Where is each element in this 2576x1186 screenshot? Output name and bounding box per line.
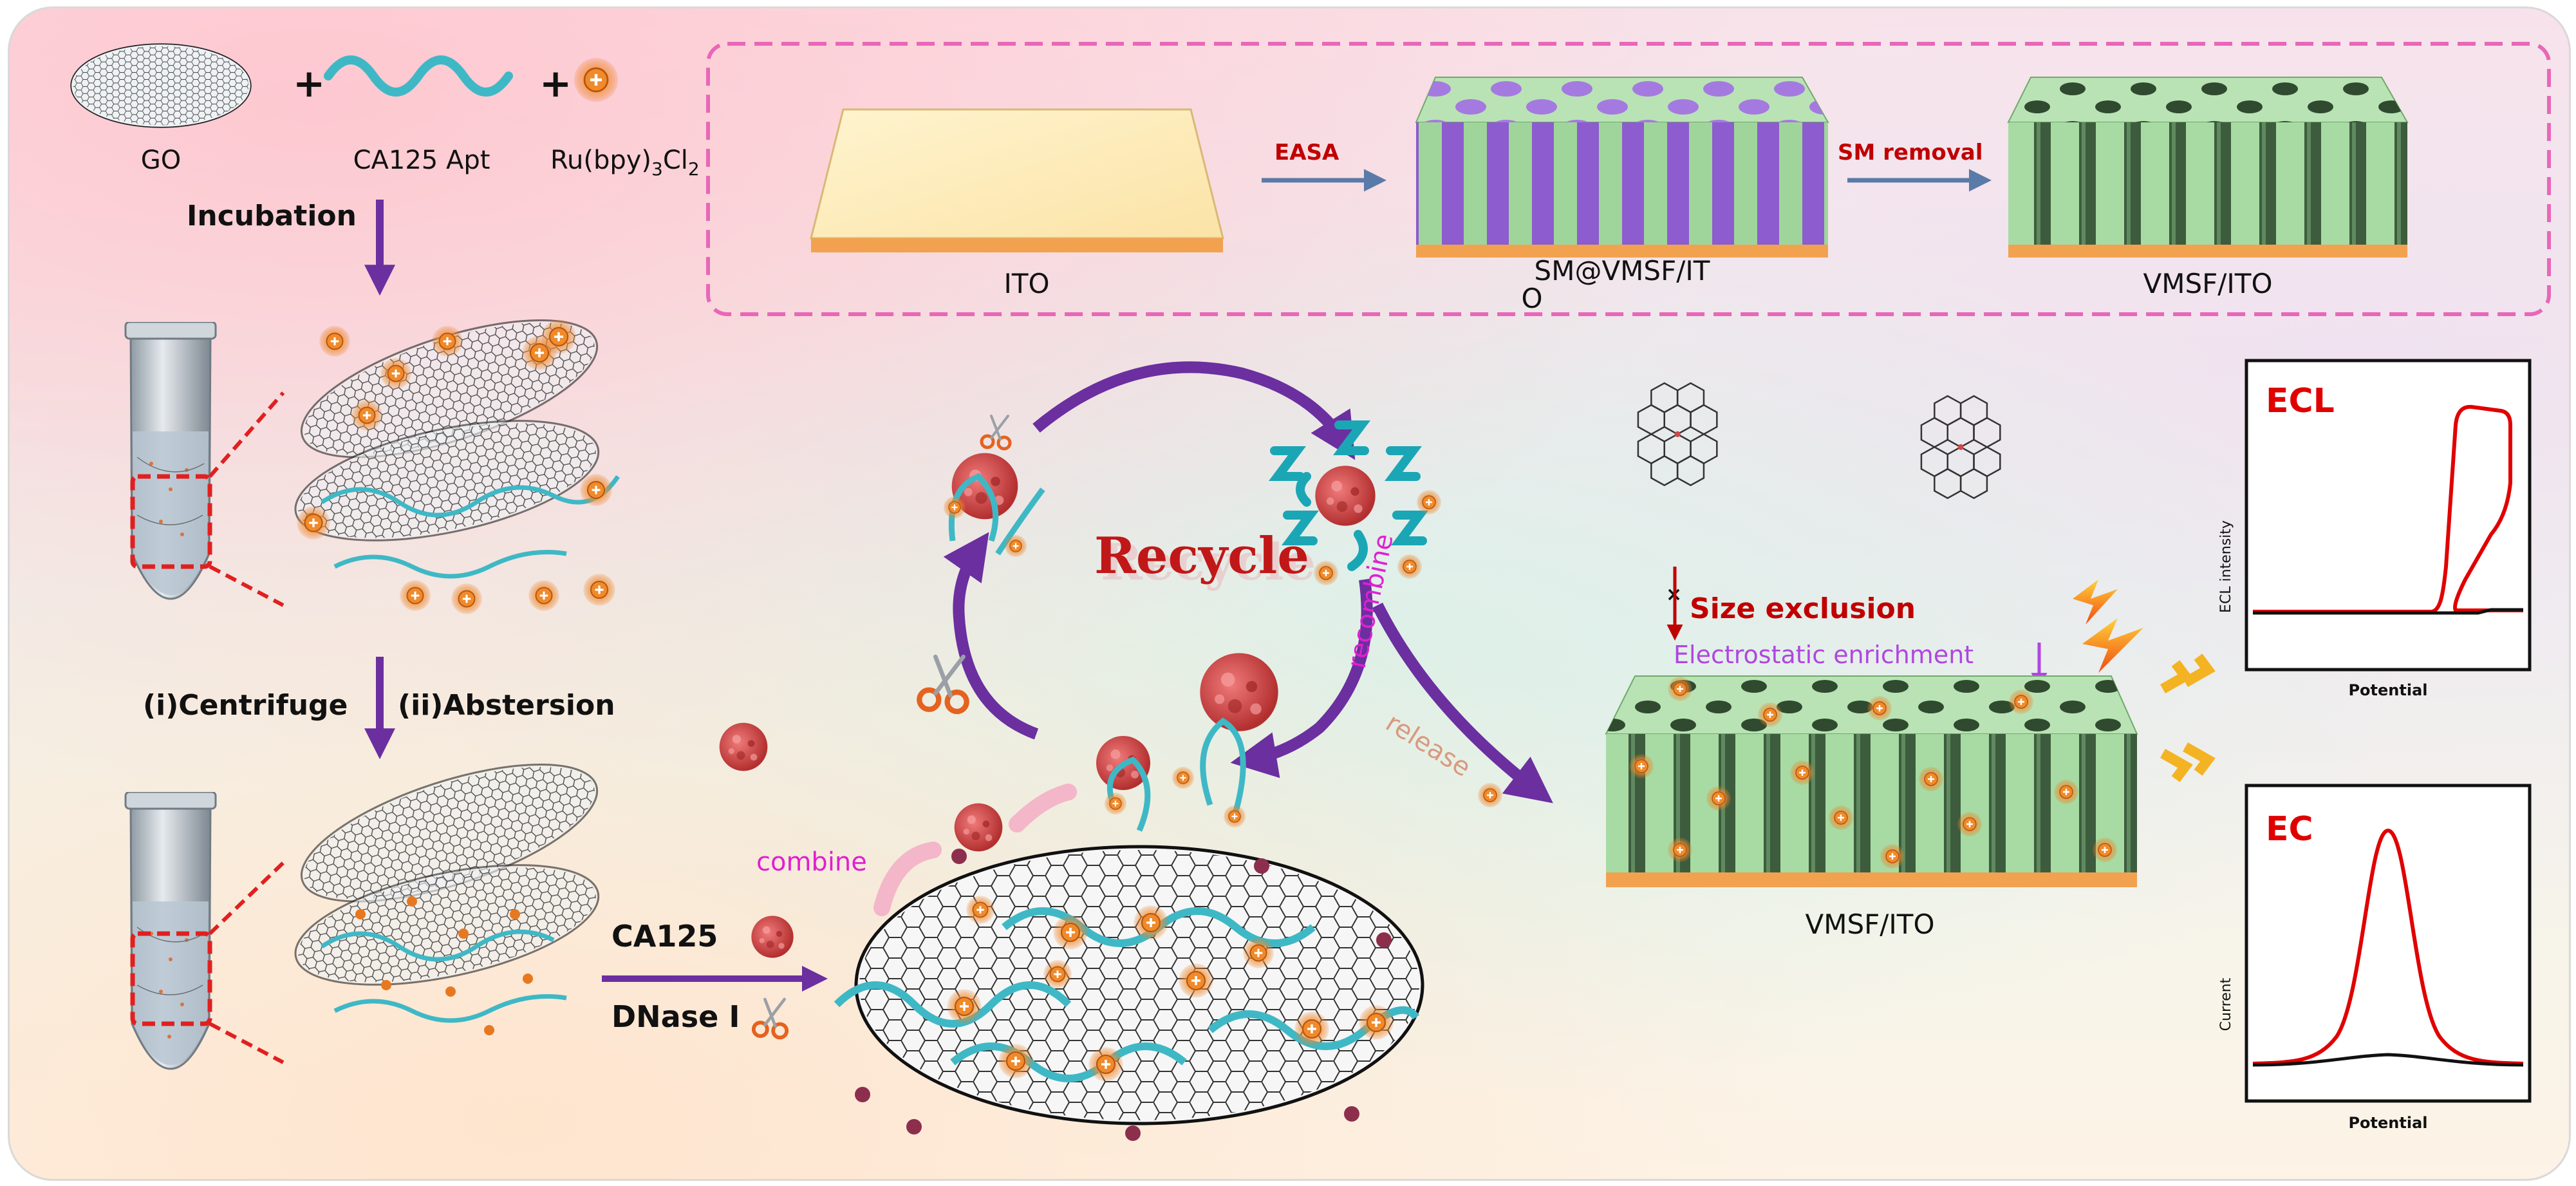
free-ca125-icon	[719, 722, 768, 771]
sm-vmsf-label-line2: O	[1521, 283, 1542, 314]
ec-chart-title: EC	[2266, 810, 2313, 849]
ito-label: ITO	[1003, 268, 1049, 299]
ecl-chart-title: ECL	[2266, 382, 2335, 420]
ru-complex-label: Ru(bpy)3Cl2	[550, 146, 700, 180]
incubation-label: Incubation	[187, 200, 357, 232]
zoom-line-2a	[208, 861, 285, 936]
loaded-go-stack-2	[294, 764, 600, 1035]
reagents-row: GO + CA125 Apt + Ru(bpy)3Cl2	[70, 43, 700, 180]
combine-label: combine	[756, 847, 867, 877]
cleaved-fragments	[1269, 420, 1442, 586]
ec-chart: EC Current Potential	[2218, 784, 2532, 1132]
sm-removal-label: SM removal	[1838, 140, 1983, 165]
ecl-curve-black	[2253, 608, 2523, 615]
go-sheet-icon	[70, 43, 252, 128]
dnase-label: DNase I	[611, 999, 740, 1034]
ecl-chart: ECL ECL intensity Potential	[2218, 359, 2532, 699]
graphene-flake-icon-2	[1920, 395, 2001, 499]
recycle-arrow-left	[943, 532, 1039, 740]
abstersion-label: (ii)Abstersion	[398, 689, 615, 722]
recycle-shadow: Recycle	[1101, 533, 1316, 592]
wash-step: (i)Centrifuge (ii)Abstersion	[143, 657, 615, 760]
combine-arrow	[873, 842, 942, 916]
recombine-label: recombine	[1342, 531, 1399, 671]
incubation-step: Incubation	[187, 200, 395, 296]
ecl-chart-frame	[2245, 359, 2532, 672]
ca125-label: CA125	[611, 919, 718, 954]
vmsf-block-top	[2007, 77, 2409, 258]
plus-sign-2: +	[539, 61, 572, 106]
recycle-label: Recycle	[1094, 527, 1309, 585]
released-ru-icon	[1477, 782, 1503, 808]
go-label: GO	[141, 146, 181, 175]
scissors-icon-1	[754, 999, 787, 1038]
combine-step: combine	[756, 784, 1077, 916]
combine-arrow-2	[1009, 784, 1077, 833]
scissors-icon-2	[982, 416, 1010, 449]
fabrication-panel: ITO EASA SM@VMSF/IT O SM removal	[706, 42, 2551, 316]
aptamer-strand-icon	[324, 55, 513, 97]
bound-complex-bottom	[1096, 653, 1278, 832]
centrifuge-label: (i)Centrifuge	[143, 689, 348, 722]
zoom-line-1b	[209, 565, 285, 607]
recycle-arrow-right	[1230, 578, 1373, 778]
release-arrow	[1372, 602, 1553, 804]
fabrication-border	[706, 42, 2551, 316]
loaded-go-stack-1	[294, 319, 620, 615]
ecl-chart-xlabel: Potential	[2348, 681, 2427, 699]
vmsf-ito-label-bottom: VMSF/ITO	[1805, 908, 1934, 940]
lightning-icon-1	[2073, 579, 2118, 625]
plus-sign-1: +	[293, 61, 325, 106]
tube-icon-1	[124, 322, 217, 600]
sm-vmsf-block	[1415, 77, 1829, 258]
aptamer-label: CA125 Apt	[353, 146, 490, 175]
reaction-step: CA125 DNase I	[602, 916, 828, 1038]
bound-complex-left	[943, 416, 1045, 558]
recycle-loop: Recycle Recycle recombine release	[943, 361, 1553, 808]
size-exclusion-label: Size exclusion	[1690, 592, 1916, 625]
lightning-icon-2	[2082, 618, 2143, 673]
zoom-box-1	[130, 474, 212, 569]
ec-curve-red	[2252, 828, 2524, 1066]
electrostatic-label: Electrostatic enrichment	[1674, 641, 1974, 669]
sm-vmsf-label-line1: SM@VMSF/IT	[1535, 255, 1710, 287]
recycle-arrow-top	[1032, 361, 1356, 460]
graphene-sheet-large	[834, 845, 1424, 1141]
ec-chart-ylabel: Current	[2218, 977, 2234, 1031]
graphene-flake-icon-1	[1637, 382, 1718, 486]
detection-electrode: × Size exclusion Electrostatic enrichmen…	[1605, 382, 2143, 940]
zoom-line-2b	[209, 1022, 285, 1064]
ito-slab	[810, 108, 1224, 252]
chevrons-to-ec	[2160, 742, 2216, 782]
chevrons-to-ecl	[2160, 654, 2216, 693]
ecl-chart-ylabel: ECL intensity	[2218, 520, 2234, 613]
vmsf-ito-label-top: VMSF/ITO	[2143, 268, 2272, 299]
zoom-line-1a	[208, 391, 285, 478]
scissors-icon-3	[919, 657, 966, 711]
ca125-protein-icon-2	[954, 803, 1003, 852]
ec-curve-black	[2252, 1053, 2524, 1067]
ru-complex-icon	[574, 58, 618, 102]
ec-chart-frame	[2245, 784, 2532, 1103]
easa-label: EASA	[1274, 140, 1339, 165]
ec-chart-xlabel: Potential	[2348, 1114, 2427, 1132]
tube-icon-2	[124, 792, 217, 1070]
ecl-curve-red	[2253, 404, 2523, 614]
zoom-box-2	[130, 931, 212, 1026]
ca125-protein-icon	[751, 916, 794, 958]
